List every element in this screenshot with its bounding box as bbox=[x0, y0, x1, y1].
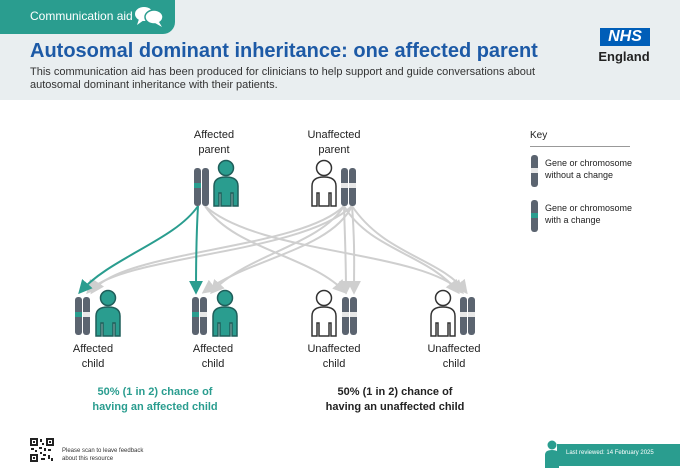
page-title: Autosomal dominant inheritance: one affe… bbox=[30, 40, 538, 62]
key-chromosome-without-change-icon bbox=[531, 155, 538, 187]
key-item-without-change: Gene or chromosome without a change bbox=[545, 158, 633, 180]
child2-figure bbox=[212, 289, 238, 337]
tag-label: Communication aid bbox=[30, 9, 133, 23]
speech-bubbles-icon bbox=[135, 7, 164, 27]
arrow-affected-to-child2 bbox=[189, 205, 204, 295]
arrow-parent2b-to-child3 bbox=[347, 205, 362, 295]
inheritance-diagram bbox=[75, 155, 538, 337]
last-reviewed-date: Last reviewed: 14 February 2025 bbox=[566, 450, 654, 456]
child2-label: Affected child bbox=[192, 343, 234, 370]
child3-figure bbox=[311, 289, 337, 337]
unaffected-chance-text: 50% (1 in 2) chance of having an unaffec… bbox=[325, 386, 465, 413]
child2-chromosomes bbox=[192, 297, 207, 335]
affected-chance-text: 50% (1 in 2) chance of having an affecte… bbox=[92, 386, 218, 413]
reviewed-bar bbox=[557, 444, 680, 466]
nhs-logo: NHS bbox=[600, 28, 650, 46]
unaffected-parent-chromosomes bbox=[341, 168, 356, 206]
key-title: Key bbox=[530, 130, 548, 141]
arrow-parent2a-to-child4 bbox=[343, 205, 460, 295]
unaffected-parent-figure bbox=[311, 159, 337, 207]
teal-arrows bbox=[78, 205, 204, 295]
arrow-parent2a-to-child1 bbox=[90, 205, 345, 295]
feedback-text: Please scan to leave feedback about this… bbox=[62, 448, 144, 462]
arrow-affected-to-child1 bbox=[78, 205, 199, 295]
communication-aid-tag: Communication aid bbox=[0, 0, 175, 34]
key-chromosome-with-change-icon bbox=[531, 200, 538, 232]
key-item-with-change: Gene or chromosome with a change bbox=[545, 203, 633, 225]
child1-label: Affected child bbox=[72, 343, 114, 370]
unaffected-parent-label: Unaffected parent bbox=[307, 129, 361, 156]
arrow-parent2b-to-child4 bbox=[351, 205, 468, 295]
person-icon bbox=[545, 440, 559, 468]
affected-parent-chromosomes bbox=[194, 168, 209, 206]
gray-arrows bbox=[86, 205, 468, 295]
child3-chromosomes bbox=[342, 297, 357, 335]
child1-chromosomes bbox=[75, 297, 90, 335]
child4-chromosomes bbox=[460, 297, 475, 335]
arrow-parent2b-to-child1 bbox=[86, 205, 353, 295]
page-subtitle: This communication aid has been produced… bbox=[30, 66, 536, 91]
child4-label: Unaffected child bbox=[427, 343, 481, 370]
child3-label: Unaffected child bbox=[307, 343, 361, 370]
child1-figure bbox=[95, 289, 121, 337]
key-divider bbox=[530, 146, 630, 147]
child4-figure bbox=[430, 289, 456, 337]
affected-parent-figure bbox=[213, 159, 239, 207]
arrow-parent1-to-child3 bbox=[204, 205, 347, 295]
arrow-parent1-to-child4 bbox=[204, 205, 464, 294]
arrow-parent2a-to-child3 bbox=[338, 205, 353, 295]
nhs-region: England bbox=[598, 49, 650, 64]
arrow-parent2b-to-child2 bbox=[201, 205, 353, 294]
feedback-qr-code-icon[interactable] bbox=[30, 438, 54, 462]
affected-parent-label: Affected parent bbox=[193, 129, 235, 156]
